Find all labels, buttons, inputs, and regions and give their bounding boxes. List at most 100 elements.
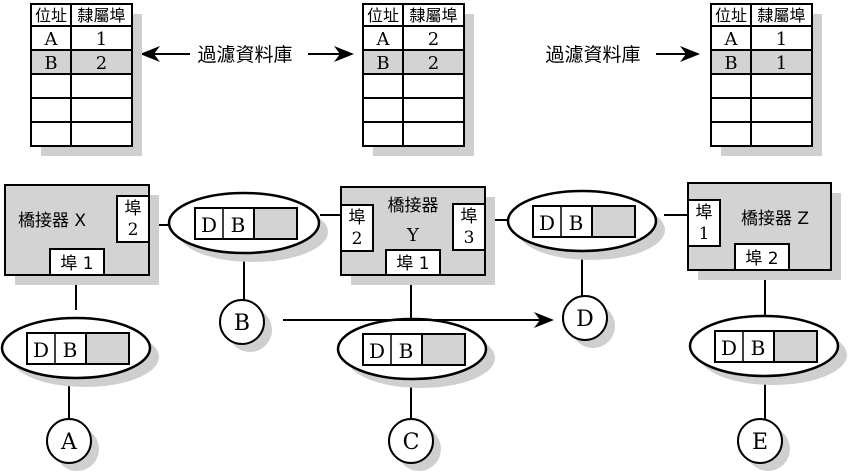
port-box [49,248,105,276]
host-circle [388,418,434,464]
port-box [385,249,441,276]
host-label: A [60,430,78,455]
port-box [687,199,721,247]
frame-src: B [569,211,584,235]
bridge-port: 埠2 [340,204,374,252]
frame-payload [254,208,297,239]
table-border [710,3,813,147]
table-highlight-row [31,50,132,74]
bridge-title: 橋接器 X [18,211,86,231]
host-d: D [562,295,615,348]
port-label: 埠 [125,199,142,219]
bridge-title: 橋接器 Z [741,209,809,229]
frame-payload [774,331,817,362]
table-header-address: 位址 [35,6,67,25]
bridge-x: 橋接器 X 埠 1 埠2 [4,184,159,285]
table-cell-address: B [376,53,389,74]
table-header-address: 位址 [367,6,399,25]
host-c: C [388,418,441,471]
port-label: 2 [352,229,363,249]
host-b: B [219,299,272,352]
host-label: B [234,311,250,336]
table-header-port: 隸屬埠 [77,6,125,25]
host-e: E [737,418,790,471]
frame-dest: D [721,336,737,360]
filter-label-z: 過濾資料庫 [545,44,640,66]
frame-payload [592,206,635,237]
table-cell-port: 2 [428,29,439,50]
host-label: C [403,430,420,455]
table-cell-port: 1 [776,29,787,50]
table-highlight-row [711,50,812,74]
frame-src: B [751,336,766,360]
table-cell-address: B [724,53,737,74]
frame-border [26,332,130,365]
port-label: 埠 [349,208,366,228]
host-a: A [46,418,99,471]
port-label: 2 [128,220,139,240]
port-box [734,243,790,271]
port-label: 埠 2 [745,249,778,269]
port-label: 3 [464,228,475,248]
bridge-z: 橋接器 Z 埠1 埠 2 [687,182,841,280]
port-box [116,195,150,243]
host-circle [562,295,608,341]
table-border [30,3,133,147]
port-box [340,204,374,252]
table-cell-address: A [724,29,739,50]
table-cell-address: A [376,29,391,50]
frame-src: B [231,213,246,237]
table-border [362,3,465,147]
table-header-port: 隸屬埠 [409,6,457,25]
frame-dest: D [369,339,385,363]
port-label: 1 [699,224,710,244]
bridge-port: 埠 2 [734,243,790,271]
table-header-port: 隸屬埠 [757,6,805,25]
bridge-port: 埠3 [452,203,486,251]
filter-label-x: 過濾資料庫 [197,44,292,66]
bridge-port: 埠2 [116,195,150,243]
frame-border [532,205,636,238]
host-label: E [752,430,768,455]
table-cell-port: 1 [96,29,107,50]
port-label: 埠 1 [396,254,429,274]
frame-dest: D [33,338,49,362]
bridge-subtitle: Y [406,225,420,246]
host-circle [737,418,783,464]
frame-payload [86,333,129,364]
frame-dest: D [201,213,217,237]
port-label: 埠 1 [60,254,93,274]
table-cell-address: A [44,29,59,50]
bridge-port: 埠 1 [385,249,441,276]
bridge-port: 埠1 [687,199,721,247]
table-cell-port: 1 [776,53,787,74]
port-label: 埠 [696,203,713,223]
frame-src: B [63,338,78,362]
frame-src: B [399,339,414,363]
port-label: 埠 [461,207,478,227]
table-header-address: 位址 [715,6,747,25]
table-cell-port: 2 [428,53,439,74]
port-box [452,203,486,251]
host-label: D [576,307,594,332]
bridge-port: 埠 1 [49,248,105,276]
frame-border [194,207,298,240]
frame-dest: D [539,211,555,235]
table-highlight-row [363,50,464,74]
frame-payload [422,334,465,365]
